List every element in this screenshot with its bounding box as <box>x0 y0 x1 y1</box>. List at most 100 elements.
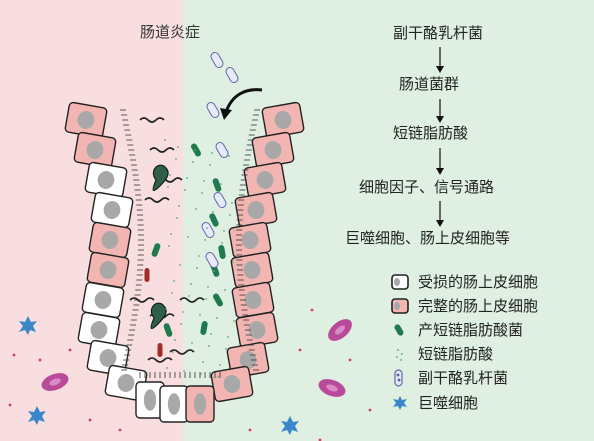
scfa-dot <box>227 336 229 338</box>
blood-dot <box>39 359 42 362</box>
epithelial-cell <box>85 162 128 198</box>
blood-dot <box>89 419 92 422</box>
legend-label: 产短链脂肪酸菌 <box>418 323 523 338</box>
legend-label: 受损的肠上皮细胞 <box>418 275 538 290</box>
legend-item-scfa: 短链脂肪酸 <box>390 344 493 364</box>
scfa-dot <box>187 236 189 238</box>
scfa-dot <box>192 161 194 163</box>
scfa-dot <box>191 342 193 344</box>
blood-dot <box>9 404 12 407</box>
scfa-dot <box>223 230 225 232</box>
scfa-dot <box>176 217 178 219</box>
blood-dot <box>69 349 72 352</box>
scfa-dot <box>168 245 170 247</box>
epithelial-cell <box>211 366 254 402</box>
legend-item-intact-cell: 完整的肠上皮细胞 <box>390 296 538 316</box>
scfa-dot <box>175 158 177 160</box>
scfa-dot <box>167 186 169 188</box>
damaged-bacterium <box>145 268 150 282</box>
scfa-dot <box>202 361 204 363</box>
scfa-dot <box>213 270 215 272</box>
scfa-dot <box>207 286 209 288</box>
scfa-dot <box>228 155 230 157</box>
scfa-dot <box>203 180 205 182</box>
scfa-dot <box>172 351 174 353</box>
scfa-dot <box>164 139 166 141</box>
scfa-dot <box>171 292 173 294</box>
legend-item-damaged-cell: 受损的肠上皮细胞 <box>390 272 538 292</box>
scfa-dot <box>183 370 185 372</box>
scfa-dot <box>178 205 180 207</box>
scfa-dot <box>165 308 167 310</box>
flow-step-1: 副干酪乳杆菌 <box>393 26 483 41</box>
scfa-dot <box>182 311 184 313</box>
macrophage-icon <box>390 393 410 413</box>
scfa-dot <box>184 189 186 191</box>
damaged-cell-icon <box>390 272 410 292</box>
scfa-dot <box>201 192 203 194</box>
scfa-dot <box>174 339 176 341</box>
flow-step-3: 短链脂肪酸 <box>393 126 468 141</box>
scfa-dot <box>210 333 212 335</box>
scfa-dot <box>190 283 192 285</box>
flow-step-2: 肠道菌群 <box>399 77 459 92</box>
epithelial-cell <box>186 386 214 422</box>
scfa-dot <box>206 227 208 229</box>
blood-dot <box>249 429 252 432</box>
legend-item-lactobacillus: 副干酪乳杆菌 <box>390 368 508 388</box>
scfa-dots-icon <box>390 344 410 364</box>
scfa-dot <box>188 295 190 297</box>
damaged-bacterium <box>158 343 163 357</box>
blood-dot <box>13 354 16 357</box>
bottom-epithelium-wall <box>136 382 214 422</box>
scfa-dot <box>209 164 211 166</box>
blood-dot <box>311 309 314 312</box>
scfa-dot <box>200 373 202 375</box>
blood-dot <box>299 349 302 352</box>
legend-item-scfa-bacteria: 产短链脂肪酸菌 <box>390 320 523 340</box>
scfa-dot <box>186 177 188 179</box>
flow-step-5: 巨噬细胞、肠上皮细胞等 <box>345 231 510 246</box>
epithelial-cell <box>160 386 188 422</box>
panel-title: 肠道炎症 <box>140 25 200 40</box>
scfa-dot <box>177 146 179 148</box>
legend-label: 副干酪乳杆菌 <box>418 371 508 386</box>
legend-label: 短链脂肪酸 <box>418 347 493 362</box>
scfa-dot <box>231 202 233 204</box>
scfa-dot <box>232 261 234 263</box>
scfa-dot <box>224 289 226 291</box>
lactobacillus-icon <box>390 368 410 388</box>
scfa-dot <box>179 264 181 266</box>
legend-item-macrophage: 巨噬细胞 <box>390 393 478 413</box>
scfa-dot <box>217 376 219 378</box>
blood-dot <box>119 429 122 432</box>
scfa-dot <box>229 214 231 216</box>
scfa-dot <box>216 317 218 319</box>
scfa-dot <box>199 314 201 316</box>
scfa-dot <box>204 239 206 241</box>
scfa-dot <box>220 183 222 185</box>
scfa-dot <box>208 345 210 347</box>
scfa-dot <box>169 174 171 176</box>
legend-label: 巨噬细胞 <box>418 396 478 411</box>
blood-dot <box>349 359 352 362</box>
scfa-dot <box>196 267 198 269</box>
scfa-dot <box>233 320 235 322</box>
scfa-dot <box>173 280 175 282</box>
scfa-dot <box>211 152 213 154</box>
scfa-dot <box>166 367 168 369</box>
scfa-bacteria-icon <box>390 320 410 340</box>
scfa-dot <box>170 233 172 235</box>
scfa-dot <box>212 211 214 213</box>
scfa-dot <box>225 348 227 350</box>
legend-label: 完整的肠上皮细胞 <box>418 299 538 314</box>
flow-step-4: 细胞因子、信号通路 <box>359 180 494 195</box>
scfa-dot <box>198 255 200 257</box>
scfa-dot <box>195 208 197 210</box>
scfa-dot <box>215 258 217 260</box>
scfa-dot <box>194 149 196 151</box>
scfa-dot <box>221 242 223 244</box>
scfa-dot <box>219 364 221 366</box>
scfa-dot <box>180 323 182 325</box>
intact-cell-icon <box>390 296 410 316</box>
